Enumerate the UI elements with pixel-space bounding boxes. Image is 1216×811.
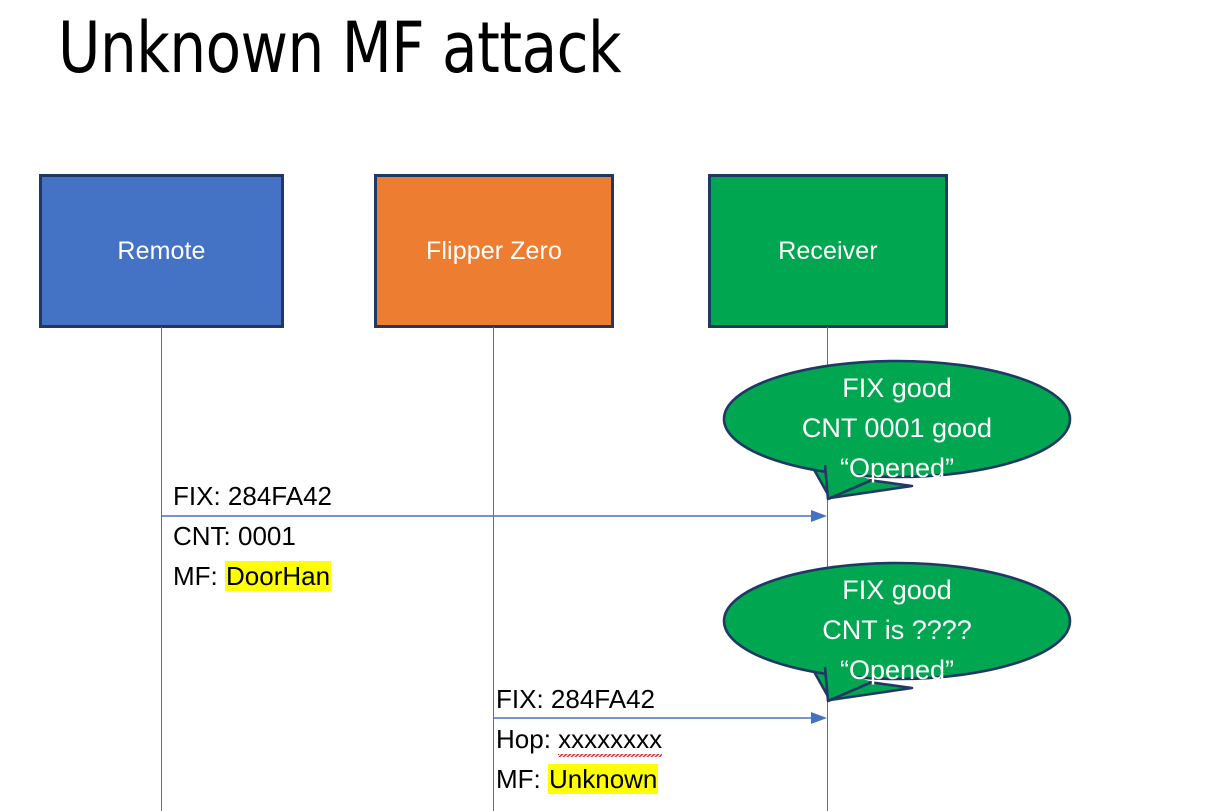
page-title: Unknown MF attack <box>58 7 622 89</box>
actor-label-remote: Remote <box>117 237 206 265</box>
message-2-line-hop: Hop: xxxxxxxx <box>496 719 663 759</box>
message-arrow-remote-to-receiver <box>161 509 828 523</box>
message-1-line-cnt: CNT: 0001 <box>173 516 296 556</box>
lifeline-remote <box>161 327 162 811</box>
actor-box-receiver[interactable]: Receiver <box>708 174 948 328</box>
message-2-fix-value: 284FA42 <box>550 684 655 714</box>
message-1-fix-label: FIX: <box>173 481 228 511</box>
actor-box-remote[interactable]: Remote <box>39 174 284 328</box>
message-1-line-fix: FIX: 284FA42 <box>173 476 332 516</box>
message-2-line-mf: MF: Unknown <box>496 759 659 799</box>
callout-bubble-receiver-1: FIX good CNT 0001 good “Opened” <box>722 358 1072 518</box>
actor-box-flipper-zero[interactable]: Flipper Zero <box>374 174 614 328</box>
message-1-cnt-label: CNT: <box>173 521 238 551</box>
message-1-line-mf: MF: DoorHan <box>173 556 332 596</box>
message-1-fix-value: 284FA42 <box>227 481 332 511</box>
message-arrow-flipper-to-receiver <box>493 711 828 725</box>
message-2-line-fix: FIX: 284FA42 <box>496 679 655 719</box>
message-1-mf-value: DoorHan <box>225 561 332 591</box>
actor-label-receiver: Receiver <box>778 237 878 265</box>
callout-bubble-receiver-2: FIX good CNT is ???? “Opened” <box>722 560 1072 720</box>
message-1-mf-label: MF: <box>173 561 225 591</box>
message-2-fix-label: FIX: <box>496 684 551 714</box>
message-2-hop-label: Hop: <box>496 724 559 754</box>
message-1-cnt-value: 0001 <box>238 521 296 551</box>
actor-label-flipper-zero: Flipper Zero <box>426 237 562 265</box>
message-2-hop-value: xxxxxxxx <box>558 724 663 757</box>
lifeline-flipper-zero <box>493 327 494 811</box>
message-2-mf-value: Unknown <box>548 764 659 794</box>
message-2-mf-label: MF: <box>496 764 548 794</box>
